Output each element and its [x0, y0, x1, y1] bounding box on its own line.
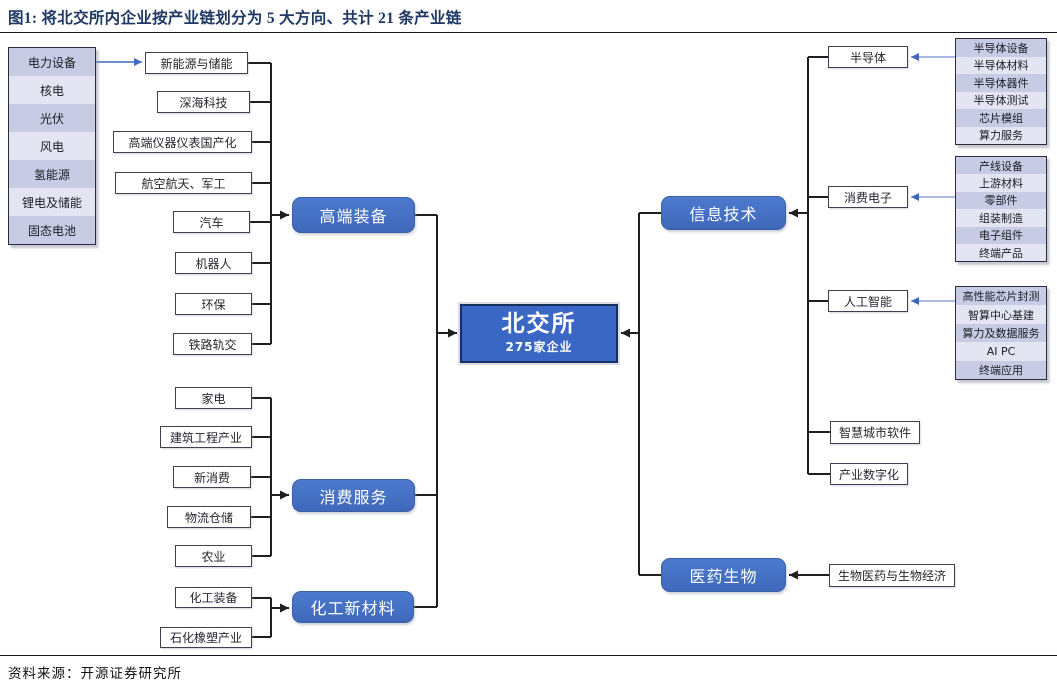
- node-deep-sea-tech: 深海科技: [157, 91, 250, 113]
- stack-item: 锂电及储能: [9, 188, 95, 216]
- stack-item: 组装制造: [956, 209, 1046, 227]
- center-node-subtitle: 275家企业: [505, 340, 573, 355]
- stack-item: 智算中心基建: [956, 305, 1046, 324]
- stack-item: 上游材料: [956, 174, 1046, 192]
- node-instruments: 高端仪器仪表国产化: [113, 131, 252, 153]
- stack-item: 零部件: [956, 191, 1046, 210]
- category-consumer-services: 消费服务: [292, 479, 415, 512]
- node-consumer-electronics: 消费电子: [828, 186, 908, 208]
- stack-consumer-electronics: 产线设备 上游材料 零部件 组装制造 电子组件 终端产品: [955, 156, 1047, 263]
- node-rail-transit: 铁路轨交: [173, 333, 252, 355]
- category-information-technology: 信息技术: [661, 196, 786, 230]
- category-chemical-new-materials: 化工新材料: [292, 591, 414, 623]
- node-smart-city-software: 智慧城市软件: [830, 421, 920, 444]
- node-industry-digitalization: 产业数字化: [830, 463, 908, 485]
- figure-title: 图1: 将北交所内企业按产业链划分为 5 大方向、共计 21 条产业链: [8, 10, 462, 27]
- node-aerospace-military: 航空航天、军工: [115, 172, 252, 194]
- stack-item: 氢能源: [9, 160, 95, 188]
- stack-item: 产线设备: [956, 157, 1046, 175]
- stack-item: AI PC: [956, 342, 1046, 361]
- category-pharma-bio: 医药生物: [661, 558, 786, 592]
- stack-item: 光伏: [9, 104, 95, 132]
- node-new-energy-storage: 新能源与储能: [145, 52, 248, 74]
- node-agriculture: 农业: [175, 545, 252, 567]
- node-home-appliances: 家电: [175, 387, 252, 409]
- figure-source: 资料来源：开源证券研究所: [8, 666, 182, 681]
- node-automobile: 汽车: [173, 211, 250, 233]
- stack-item: 高性能芯片封测: [956, 287, 1046, 306]
- stack-item: 半导体材料: [956, 56, 1046, 74]
- node-artificial-intelligence: 人工智能: [828, 290, 908, 312]
- stack-item: 电子组件: [956, 226, 1046, 244]
- node-chemical-equipment: 化工装备: [175, 587, 252, 608]
- node-construction: 建筑工程产业: [160, 426, 252, 448]
- stack-power-equipment: 电力设备 核电 光伏 风电 氢能源 锂电及储能 固态电池: [8, 47, 96, 245]
- stack-item: 固态电池: [9, 216, 95, 244]
- stack-artificial-intelligence: 高性能芯片封测 智算中心基建 算力及数据服务 AI PC 终端应用: [955, 286, 1047, 380]
- stack-item: 半导体器件: [956, 74, 1046, 92]
- stack-item: 终端应用: [956, 360, 1046, 379]
- stack-item: 半导体测试: [956, 91, 1046, 109]
- title-divider: [0, 32, 1057, 33]
- stack-item: 终端产品: [956, 243, 1046, 262]
- node-semiconductor: 半导体: [828, 46, 908, 68]
- node-petrochemical-rubber: 石化橡塑产业: [160, 627, 252, 648]
- node-environmental: 环保: [175, 293, 252, 315]
- stack-item: 核电: [9, 76, 95, 104]
- stack-item: 半导体设备: [956, 39, 1046, 57]
- category-high-end-equipment: 高端装备: [292, 197, 415, 233]
- stack-item: 电力设备: [9, 48, 95, 76]
- stack-semiconductor: 半导体设备 半导体材料 半导体器件 半导体测试 芯片模组 算力服务: [955, 38, 1047, 145]
- stack-item: 风电: [9, 132, 95, 160]
- node-robotics: 机器人: [175, 252, 252, 274]
- stack-item: 芯片模组: [956, 109, 1046, 127]
- stack-item: 算力及数据服务: [956, 323, 1046, 343]
- node-new-consumption: 新消费: [173, 466, 251, 488]
- footer-divider: [0, 655, 1057, 656]
- stack-item: 算力服务: [956, 126, 1046, 144]
- node-bio-pharma-economy: 生物医药与生物经济: [829, 564, 955, 587]
- center-node-title: 北交所: [501, 310, 577, 337]
- center-node-bse: 北交所 275家企业: [460, 304, 618, 363]
- node-logistics-storage: 物流仓储: [167, 506, 251, 528]
